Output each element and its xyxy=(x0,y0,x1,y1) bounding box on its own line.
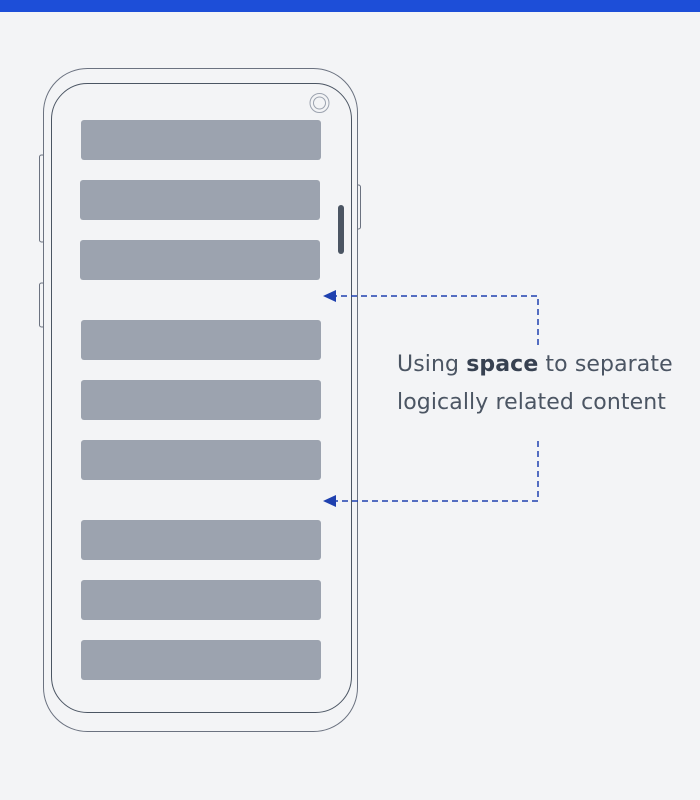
content-blocks xyxy=(80,120,321,680)
placeholder-block xyxy=(81,320,321,360)
placeholder-block xyxy=(81,440,321,480)
annotation-line-2: logically related content xyxy=(397,390,667,415)
annotation-text: Using space to separate logically relate… xyxy=(397,346,697,422)
placeholder-block xyxy=(80,180,320,220)
placeholder-block xyxy=(81,120,321,160)
placeholder-block xyxy=(81,580,321,620)
placeholder-block xyxy=(81,520,321,560)
placeholder-block xyxy=(81,640,321,680)
arrow-left-icon xyxy=(323,290,336,302)
placeholder-block xyxy=(80,240,320,280)
annotation-line-1: Using space to separate xyxy=(397,346,697,384)
placeholder-block xyxy=(81,380,321,420)
annotation-emphasis: space xyxy=(466,352,539,377)
scroll-indicator xyxy=(338,205,344,254)
phone-mockup xyxy=(39,68,361,732)
upper-connector xyxy=(323,290,539,345)
lower-dashed-line xyxy=(336,441,539,502)
camera-icon xyxy=(309,93,330,113)
annotation-suffix: to separate xyxy=(538,352,673,377)
lower-connector xyxy=(323,441,539,507)
arrow-left-icon xyxy=(323,495,336,507)
top-accent-bar xyxy=(0,0,700,12)
annotation-prefix: Using xyxy=(397,352,467,377)
upper-dashed-line xyxy=(336,295,539,345)
